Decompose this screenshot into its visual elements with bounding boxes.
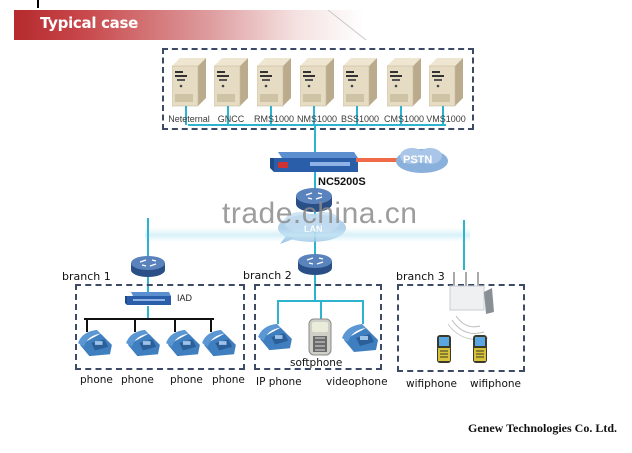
server-icon [214,58,248,107]
lan-backbone [145,228,470,242]
server-link [313,106,315,125]
phone-link [210,318,212,332]
device-label: wifiphone [470,378,521,390]
header-banner [14,10,364,40]
desk-phone-icon [126,329,160,357]
server-link [270,106,272,125]
device-link [362,300,364,324]
desk-phone-icon [166,329,200,357]
gateway-device-icon [270,152,358,172]
phone-link [174,318,176,332]
branch3-label: branch 3 [396,270,445,283]
device-label: phone [121,374,154,386]
branch2-uplink [314,254,316,300]
phone-link [134,318,136,332]
core-uplink [314,124,316,154]
iad-downlink [147,306,149,320]
server-link [400,106,402,125]
wifi-access-point-icon [447,272,494,340]
branch1-label: branch 1 [62,270,111,283]
branch3-uplink [463,220,465,270]
phone-link [86,318,88,332]
softphone-icon [308,318,332,356]
branch2-box [254,284,382,370]
branch1-router-icon [131,256,165,277]
server-label: Neteternal [168,114,210,124]
pstn-cloud-icon [396,148,448,173]
server-label: GNCC [217,114,245,124]
server-label: NMS1000 [296,114,338,124]
server-group-box [162,48,474,130]
gateway-to-lan-link [314,172,316,254]
page-title: Typical case [40,14,139,32]
server-label: RMS1000 [253,114,295,124]
server-link [356,106,358,125]
core-router-icon [296,188,332,212]
server-link [227,106,229,125]
server-link [442,106,444,125]
server-icon [343,58,377,107]
server-link [185,106,187,125]
company-footer: Genew Technologies Co. Ltd. [468,421,618,435]
branch2-router-icon [298,254,332,275]
server-icon [429,58,463,107]
device-label: wifiphone [406,378,457,390]
server-label: CMS1000 [383,114,425,124]
device-label: softphone [290,357,343,369]
server-label: VMS1000 [426,114,466,124]
desk-phone-icon [78,329,112,357]
branch1-box [75,284,245,370]
branch1-phone-bus [84,318,214,320]
device-label: phone [80,374,113,386]
device-label: videophone [326,376,388,388]
device-label: phone [170,374,203,386]
wifi-phone-icon [473,335,487,363]
server-label: BSS1000 [340,114,380,124]
device-link [277,300,279,324]
server-bus-line [188,124,446,126]
header-tick-mark [37,0,39,8]
branch2-label: branch 2 [243,269,292,282]
gateway-label: NC5200S [318,176,366,188]
iad-label: IAD [177,293,193,303]
branch3-box [397,284,525,372]
watermark: trade.china.cn [222,197,418,230]
device-label: IP phone [256,376,302,388]
pstn-label: PSTN [403,154,433,166]
server-icon [300,58,334,107]
videophone-icon [342,324,378,352]
device-link [320,300,322,320]
pstn-link [356,158,400,162]
server-icon [387,58,421,107]
wifi-phone-icon [437,335,451,363]
server-icon [172,58,206,107]
server-icon [257,58,291,107]
banner-slant-edge [327,10,367,40]
iad-device-icon [125,292,171,305]
desk-phone-icon [202,329,236,357]
device-label: phone [212,374,245,386]
desk-phone-icon [258,323,292,351]
